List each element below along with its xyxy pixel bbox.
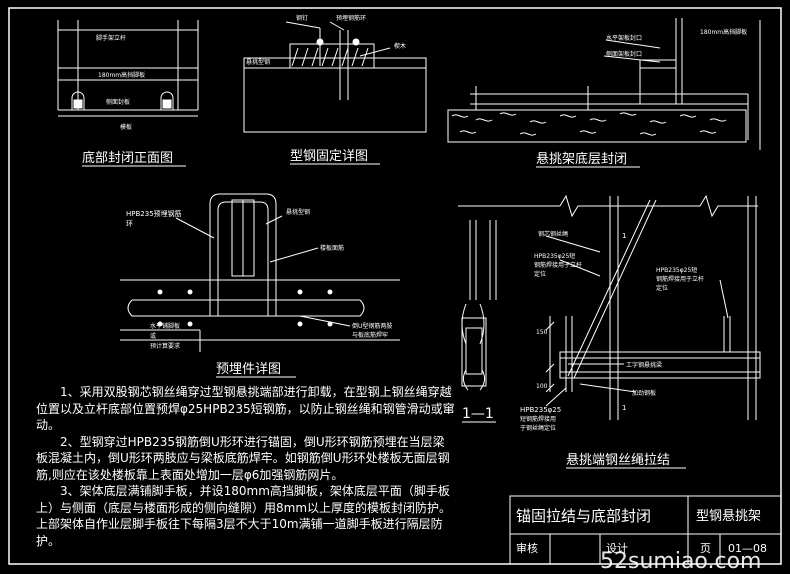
title-cantilever-bottom-closure: 悬挑架底层封闭: [536, 151, 627, 167]
watermark: 52sumiao.com: [600, 549, 761, 574]
label-horizontal-board-3: 预计算要求: [150, 342, 180, 350]
label-u-bar-note-2: 与板底筋焊牢: [352, 331, 388, 339]
label-side-board: 侧面封板: [106, 98, 130, 106]
title-bottom-closure-elevation: 底部封闭正面图: [82, 150, 173, 166]
label-toe-board: 180mm高挡脚板: [98, 71, 145, 79]
title-block-drawing-name: 锚固拉结与底部封闭: [516, 507, 651, 525]
title-block-category: 型钢悬挑架: [696, 509, 761, 524]
label-lower-bar-2: 短钢筋焊接用: [520, 415, 556, 423]
label-floor-board: 模板: [120, 123, 132, 131]
title-steel-beam-fixing: 型钢固定详图: [290, 149, 368, 164]
label-nail: 钢钉: [296, 14, 308, 22]
label-stiffener: 加劲钢板: [632, 389, 656, 397]
label-horizontal-board-2: 或: [150, 332, 156, 340]
label-right-bar-1: HPB235φ25短: [656, 266, 697, 274]
note-3: 3、架体底层满铺脚手板，并设180mm高挡脚板，架体底层平面（脚手板上）与侧面（…: [36, 484, 452, 548]
title-block-page-number: 01—08: [728, 542, 767, 555]
label-dim-100: 100: [536, 383, 548, 390]
label-guardrail: 脚手架立杆: [96, 34, 126, 42]
label-side-board-right: 侧面架板封口: [606, 50, 642, 58]
label-right-bar-2: 钢筋焊接用于立杆: [656, 275, 704, 283]
label-u-bar-note-1: 倒U型钢筋两肢: [352, 322, 392, 330]
title-embedded-part: 预埋件详图: [216, 362, 281, 377]
label-hpb235-bar-2: 环: [126, 220, 133, 228]
steel-beam-fixing: [243, 21, 427, 133]
label-steel-beam: 悬挑型钢: [286, 208, 310, 216]
label-slab-face: 楼板面筋: [320, 244, 344, 252]
label-wedge: 楔木: [394, 42, 406, 50]
note-1: 1、采用双股钢芯钢丝绳穿过型钢悬挑端部进行卸载，在型钢上钢丝绳穿越位置以及立杆底…: [36, 385, 455, 432]
label-right-bar-3: 定位: [656, 284, 668, 292]
embedded-part-detail: [120, 193, 400, 352]
title-block: [509, 495, 782, 565]
label-upper-bar-2: 钢筋焊接用于立杆: [534, 261, 582, 269]
label-lower-bar-1: HPB235φ25: [520, 406, 561, 414]
label-dim-1-top: 1: [622, 232, 626, 240]
label-hpb235-bar: HPB235预埋钢筋: [126, 209, 182, 218]
section-label-1-1: 1—1: [462, 406, 494, 422]
label-toe-board-right: 180mm高挡脚板: [700, 28, 747, 36]
cantilever-bottom-closure: [447, 18, 761, 150]
label-wire-rope: 钢芯钢丝绳: [538, 230, 568, 238]
title-block-checked: 审核: [516, 541, 538, 555]
label-u-bar: 预埋钢筋环: [336, 14, 366, 22]
note-2: 2、型钢穿过HPB235钢筋倒U形环进行锚固，倒U形环钢筋预埋在当层梁板混凝土内…: [36, 434, 450, 482]
title-block-designed: 设计: [606, 542, 628, 555]
label-upper-bar-3: 定位: [534, 270, 546, 278]
title-block-page-label: 页: [700, 542, 711, 555]
label-lower-bar-3: 于钢丝绳定位: [520, 424, 556, 432]
label-dim-1-bottom: 1: [622, 404, 626, 412]
bottom-closure-elevation: [57, 20, 199, 117]
title-wire-rope-tie: 悬挑端钢丝绳拉结: [566, 453, 670, 468]
label-horizontal-board-1: 水平铺脚板: [150, 322, 180, 330]
label-beam: 悬挑型钢: [246, 58, 270, 66]
label-horizontal-board: 水平架板封口: [606, 34, 642, 42]
label-upper-bar-1: HPB235φ25短: [534, 252, 575, 260]
drawing-frame: [8, 7, 782, 565]
label-beam-right: 工字钢悬挑梁: [626, 361, 662, 369]
construction-notes: 1、采用双股钢芯钢丝绳穿过型钢悬挑端部进行卸载，在型钢上钢丝绳穿越位置以及立杆底…: [36, 384, 456, 549]
wire-rope-tie-detail: [458, 194, 761, 420]
label-dim-150: 150: [536, 329, 548, 336]
